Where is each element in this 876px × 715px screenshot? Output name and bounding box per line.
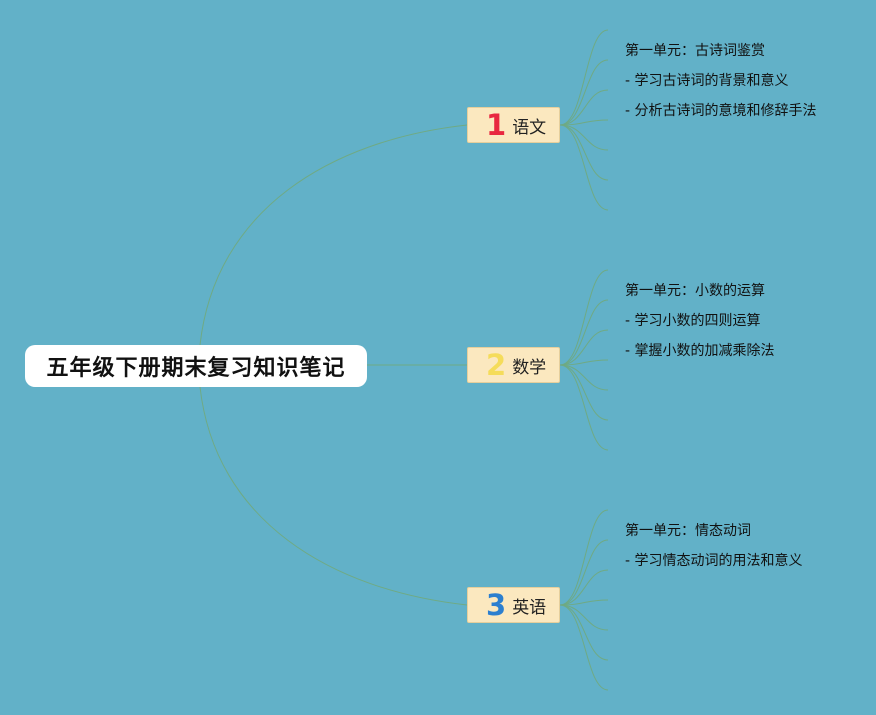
branch-label: 数学	[512, 357, 547, 378]
connector-branch-2-twig	[559, 364, 609, 391]
branch-node-math[interactable]: 2 数学	[467, 347, 560, 383]
connector-branch-3-twig	[559, 599, 609, 606]
connector-branch-3-twig	[559, 569, 609, 606]
connector-branch-3-twig	[559, 539, 609, 606]
leaf-item[interactable]: - 掌握小数的加减乘除法	[625, 343, 775, 359]
connector-branch-2-twig	[559, 359, 609, 366]
branch-node-chinese[interactable]: 1 语文	[467, 107, 560, 143]
connector-branch-3-twig	[559, 604, 609, 661]
connector-branch-3-twig	[559, 509, 609, 606]
connector-branch-2-twig	[559, 364, 609, 451]
connector-branch-1-twig	[559, 124, 609, 151]
number-one-icon: 1	[486, 108, 507, 142]
leaf-item[interactable]: - 学习古诗词的背景和意义	[625, 73, 789, 89]
connector-branch-2-twig	[559, 329, 609, 366]
connector-branch-2-twig	[559, 299, 609, 366]
connector-branch-1-twig	[559, 29, 609, 126]
leaf-item[interactable]: - 分析古诗词的意境和修辞手法	[625, 103, 817, 119]
connector-root-branch-3	[199, 386, 468, 606]
connector-branch-3-twig	[559, 604, 609, 691]
leaf-item[interactable]: - 学习情态动词的用法和意义	[625, 553, 803, 569]
connector-branch-1-twig	[559, 124, 609, 181]
number-three-icon: 3	[486, 588, 507, 622]
leaf-item[interactable]: 第一单元：古诗词鉴赏	[625, 43, 765, 59]
root-title: 五年级下册期末复习知识笔记	[46, 356, 346, 381]
leaf-item[interactable]: 第一单元：小数的运算	[625, 283, 765, 299]
connector-branch-1-twig	[559, 119, 609, 126]
connector-branch-2-twig	[559, 269, 609, 366]
number-two-icon: 2	[486, 348, 507, 382]
connector-branch-1-twig	[559, 89, 609, 126]
branch-node-english[interactable]: 3 英语	[467, 587, 560, 623]
leaf-item[interactable]: 第一单元：情态动词	[625, 523, 751, 539]
root-node[interactable]: 五年级下册期末复习知识笔记	[25, 345, 367, 387]
connector-branch-2-twig	[559, 364, 609, 421]
connector-branch-3-twig	[559, 604, 609, 631]
branch-label: 语文	[512, 117, 547, 138]
connector-branch-1-twig	[559, 59, 609, 126]
connector-root-branch-1	[199, 124, 468, 346]
branch-label: 英语	[512, 597, 547, 618]
connector-branch-1-twig	[559, 124, 609, 211]
leaf-item[interactable]: - 学习小数的四则运算	[625, 313, 761, 329]
